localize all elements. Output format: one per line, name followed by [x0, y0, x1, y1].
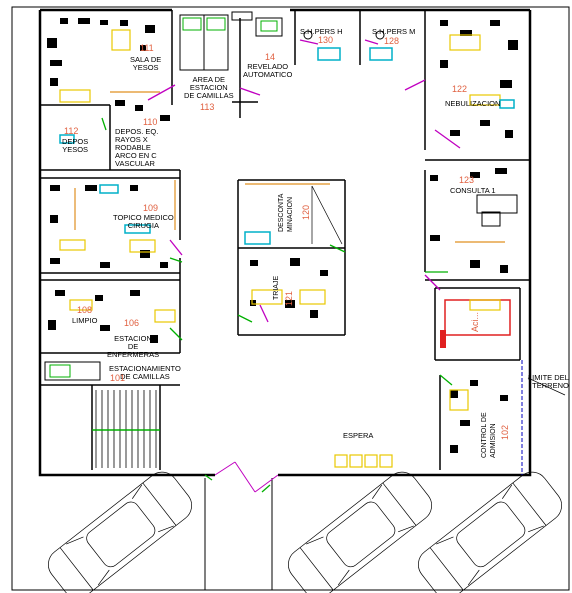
stair-icon	[92, 390, 160, 468]
parking-cars	[48, 471, 562, 593]
room-number-estacion-camillas: 113	[200, 102, 215, 112]
room-number-consulta: 123	[459, 175, 475, 185]
room-label-depos-yesos: DEPOS YESOS	[62, 137, 89, 154]
sink-icon	[369, 47, 393, 61]
room-number-triaje: 121	[284, 290, 294, 306]
lot-limit-label: LIMITE DEL TERRENO	[528, 373, 569, 390]
room-label-sala-yesos: SALA DE YESOS	[130, 55, 162, 72]
room-label-enfermeras: ESTACION DE ENFERMERAS	[107, 334, 160, 359]
descontaminacion-text: DESCONTA MINACION	[278, 193, 294, 232]
room-label-espera: ESPERA	[343, 431, 374, 440]
room-number-sh-hombres: 130	[318, 35, 334, 45]
stretcher-icon	[203, 14, 229, 71]
room-number-descontaminacion: 120	[301, 204, 311, 220]
exam-table-icon	[476, 194, 518, 214]
room-label-topico-cirugia: TOPICO MEDICO CIRUGIA	[113, 213, 174, 230]
room-label-sh-mujeres: S.H.PERS M	[372, 27, 416, 36]
furniture-yellow	[59, 29, 501, 468]
exterior-walls	[38, 8, 532, 477]
shock-marker	[440, 330, 446, 348]
site-boundary	[11, 6, 570, 591]
room-label-sh-hombres: S.H.PERS H	[300, 27, 343, 36]
room-label-descontaminacion: DESCONTA MINACION	[277, 194, 295, 232]
room-number-depos-yesos: 112	[64, 126, 79, 136]
room-label-triaje: TRIAJE	[273, 275, 280, 300]
room-number-shock: Aci...	[470, 311, 480, 332]
room-number-control-admision: 102	[500, 424, 510, 440]
interior-walls	[40, 10, 530, 470]
room-number-nebulizacion: 122	[452, 84, 468, 94]
nurse-counter	[44, 361, 101, 381]
room-number-sala-yesos: 111	[140, 43, 154, 53]
room-number-est-camillas-2: 101	[110, 373, 126, 383]
room-number-sh-mujeres: 128	[384, 36, 400, 46]
room-number-revelado: 14	[265, 52, 276, 62]
room-label-limpio: LIMPIO	[72, 316, 98, 325]
room-number-topico-cirugia: 109	[143, 203, 159, 213]
doors	[101, 39, 461, 493]
accent-lines	[74, 91, 505, 243]
car-icon	[288, 471, 432, 593]
room-number-depos-eq-rayos: 110	[143, 117, 158, 127]
room-number-reanimacion: 106	[124, 318, 140, 328]
room-label-estacion-camillas: AREA DE ESTACION DE CAMILLAS	[184, 75, 234, 100]
room-label-depos-eq-rayos: DEPOS. EQ. RAYOS X RODABLE ARCO EN C VAS…	[115, 127, 159, 168]
room-label-revelado: REVELADO AUTOMATICO	[243, 62, 293, 79]
car-icon	[48, 471, 192, 593]
room-label-nebulizacion: NEBULIZACION	[445, 99, 501, 108]
control-admision-text: CONTROL DE ADMISION	[481, 412, 497, 458]
furniture-cyan	[59, 99, 515, 245]
car-icon	[418, 471, 562, 593]
room-label-consulta: CONSULTA 1	[450, 186, 496, 195]
stretcher-icon	[179, 14, 205, 71]
room-label-control-admision: CONTROL DE ADMISION	[480, 412, 498, 458]
entrance-lines	[204, 461, 279, 590]
shower-diagonal	[311, 185, 343, 245]
room-number-limpio: 108	[77, 305, 93, 315]
furniture-blocks	[47, 18, 518, 453]
sink-icon	[317, 47, 341, 61]
room-label-est-camillas-2: ESTACIONAMIENTO DE CAMILLAS	[109, 364, 181, 381]
